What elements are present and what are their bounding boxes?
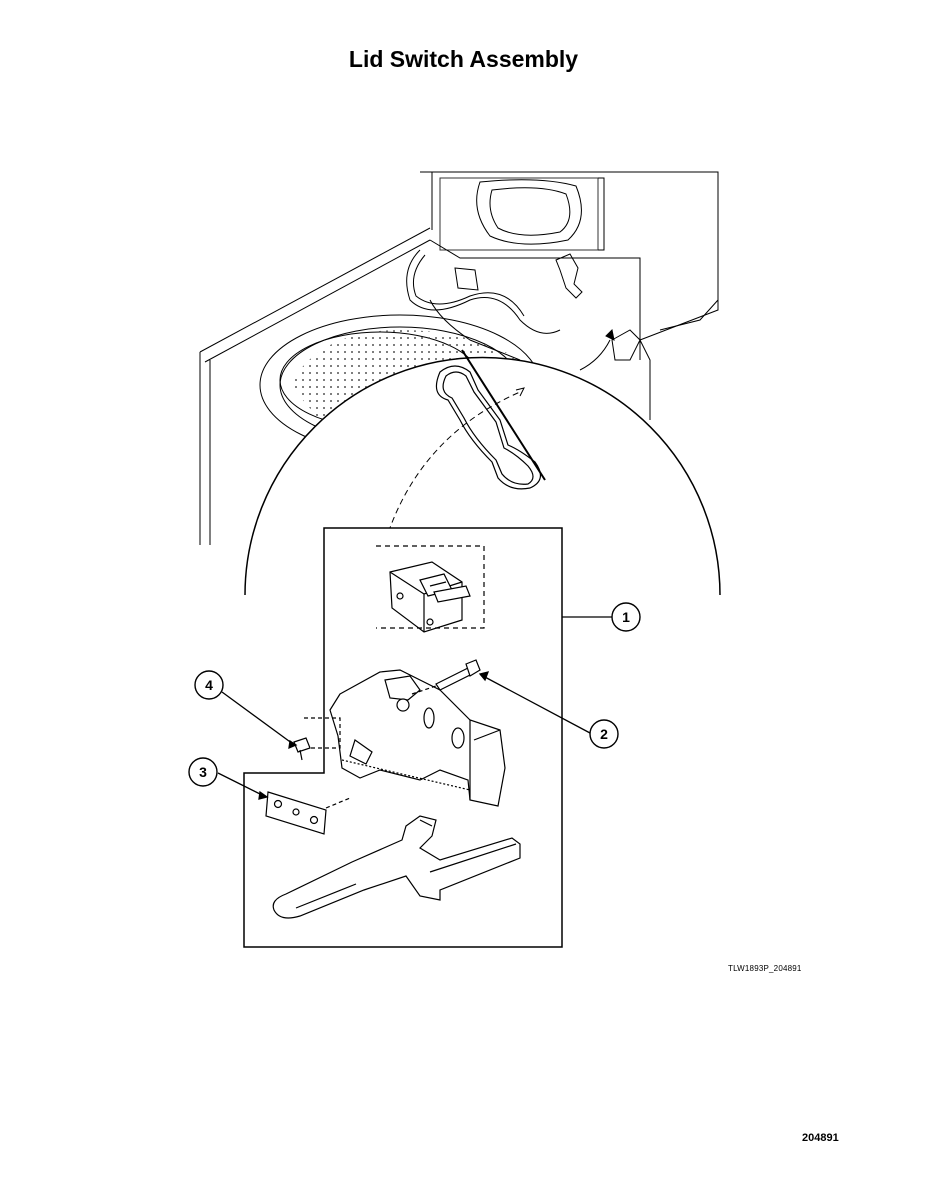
callout-4: 4 [194, 670, 224, 700]
callout-1-label: 1 [622, 609, 630, 625]
callout-2-label: 2 [600, 726, 608, 742]
callout-3-label: 3 [199, 764, 207, 780]
switch-mount-opening [435, 349, 546, 490]
callout-1: 1 [611, 602, 641, 632]
actuator-lever [272, 815, 521, 919]
callout-2: 2 [589, 719, 619, 749]
screw-part-2 [411, 659, 481, 695]
page-title: Lid Switch Assembly [348, 46, 579, 72]
lid-switch [376, 545, 485, 633]
screw-part-4 [293, 717, 341, 761]
callout-3: 3 [188, 757, 218, 787]
page-number: 204891 [802, 1132, 839, 1144]
switch-bracket [329, 669, 506, 807]
callout-4-label: 4 [205, 677, 213, 693]
plate-part-3 [265, 791, 351, 835]
figure-reference: TLW1893P_204891 [728, 964, 802, 973]
leader-lines [217, 616, 612, 800]
